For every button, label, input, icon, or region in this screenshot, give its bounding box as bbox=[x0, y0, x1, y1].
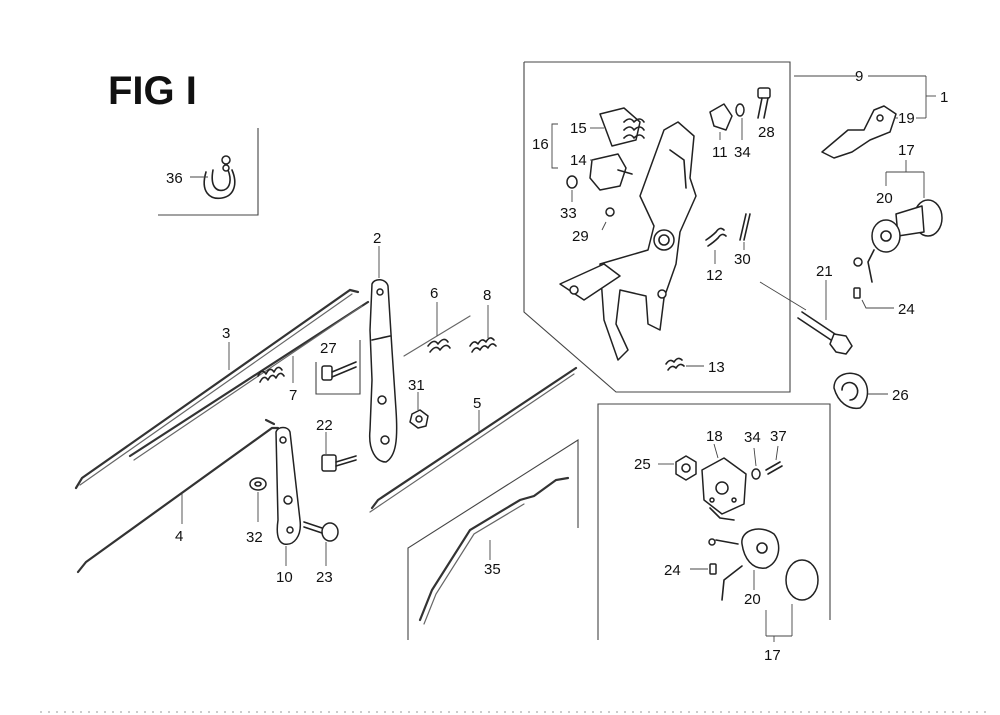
bracket-16 bbox=[551, 123, 558, 169]
part-24-screw-upper: 24 bbox=[853, 287, 915, 318]
callout-29: 29 bbox=[572, 228, 589, 245]
callout-17b: 17 bbox=[764, 647, 781, 664]
callout-21: 21 bbox=[816, 263, 833, 280]
callout-3: 3 bbox=[222, 325, 230, 342]
part-36-group: 36 bbox=[158, 128, 259, 216]
part-26-clamp: 26 bbox=[833, 372, 909, 410]
part-4-rod: 4 bbox=[76, 418, 280, 574]
spring-icon bbox=[257, 366, 285, 383]
part-17-lower-knob: 24 20 17 bbox=[664, 528, 819, 664]
callout-32: 32 bbox=[246, 529, 263, 546]
spring-icon bbox=[623, 118, 645, 139]
callout-9: 9 bbox=[855, 68, 863, 85]
part-22-pin: 22 bbox=[316, 417, 357, 472]
part-6-spring: 6 bbox=[403, 285, 471, 357]
part-15-switch: 15 bbox=[570, 107, 645, 147]
callout-19: 19 bbox=[898, 110, 915, 127]
callout-15: 15 bbox=[570, 120, 587, 137]
callout-27: 27 bbox=[320, 340, 337, 357]
part-37-screw: 37 bbox=[765, 428, 787, 475]
part-28-bolt: 28 bbox=[757, 87, 775, 141]
part-35-group: 35 bbox=[407, 438, 579, 640]
part-17-upper-group: 17 20 24 bbox=[853, 142, 943, 318]
part-33-washer: 33 bbox=[560, 175, 578, 222]
callout-24b: 24 bbox=[664, 562, 681, 579]
part-21-bolt: 21 bbox=[759, 263, 853, 355]
part-8-spring: 8 bbox=[469, 287, 497, 353]
callout-2: 2 bbox=[373, 230, 381, 247]
spring-icon bbox=[665, 357, 685, 371]
part-18-plate: 18 bbox=[701, 428, 747, 521]
callout-34b: 34 bbox=[744, 429, 761, 446]
part-24-screw-lower: 24 bbox=[664, 562, 717, 579]
lower-right-frame bbox=[597, 403, 831, 640]
bracket-frame bbox=[523, 61, 791, 393]
bolt-icon bbox=[321, 361, 357, 381]
callout-20b: 20 bbox=[744, 591, 761, 608]
callout-5: 5 bbox=[473, 395, 481, 412]
callout-31: 31 bbox=[408, 377, 425, 394]
nut-icon bbox=[675, 455, 697, 481]
callout-20a: 20 bbox=[876, 190, 893, 207]
part-2-lever: 2 bbox=[368, 230, 398, 463]
part-3-rod: 3 bbox=[74, 288, 360, 490]
callout-4: 4 bbox=[175, 528, 183, 545]
callout-11: 11 bbox=[712, 144, 728, 161]
knob-icon bbox=[708, 528, 819, 601]
part-13-spring: 13 bbox=[665, 357, 725, 376]
callout-18: 18 bbox=[706, 428, 723, 445]
part-29-screw: 29 bbox=[572, 207, 615, 245]
part-14-block: 14 bbox=[570, 152, 633, 191]
figure-title: FIG I bbox=[108, 69, 197, 113]
part-5-rod: 5 bbox=[369, 366, 578, 513]
spring-icon bbox=[705, 227, 727, 247]
callout-37: 37 bbox=[770, 428, 787, 445]
callout-28: 28 bbox=[758, 124, 775, 141]
part-36-frame bbox=[158, 128, 259, 216]
part-bracket bbox=[559, 121, 697, 361]
part-27-group: 27 bbox=[315, 340, 361, 395]
callout-24a: 24 bbox=[898, 301, 915, 318]
callout-30: 30 bbox=[734, 251, 751, 268]
part-9-19-group: 9 19 1 bbox=[794, 68, 948, 159]
part-35-frame bbox=[407, 438, 579, 640]
part-34-washer: 34 bbox=[734, 103, 751, 161]
callout-13: 13 bbox=[708, 359, 725, 376]
part-31-nut: 31 bbox=[408, 377, 429, 429]
part-27-frame bbox=[315, 340, 361, 395]
callout-16: 16 bbox=[532, 136, 549, 153]
callout-26: 26 bbox=[892, 387, 909, 404]
part-7-rod: 7 bbox=[128, 300, 370, 461]
callout-33: 33 bbox=[560, 205, 577, 222]
callout-34a: 34 bbox=[734, 144, 751, 161]
nut-icon bbox=[409, 409, 429, 429]
bracket-assembly-group: 15 14 16 33 29 11 bbox=[523, 61, 791, 393]
callout-1: 1 bbox=[940, 89, 948, 106]
part-12-spring: 12 bbox=[705, 227, 727, 284]
part-34-washer-lower: 34 bbox=[744, 429, 761, 480]
callout-35: 35 bbox=[484, 561, 501, 578]
callout-23: 23 bbox=[316, 569, 333, 586]
callout-25: 25 bbox=[634, 456, 651, 473]
bolt-icon bbox=[757, 87, 771, 119]
part-25-nut: 25 bbox=[634, 455, 697, 481]
callout-17a: 17 bbox=[898, 142, 915, 159]
callout-22: 22 bbox=[316, 417, 333, 434]
part-30-bolt: 30 bbox=[734, 213, 751, 268]
clip-icon bbox=[203, 155, 236, 200]
callout-12: 12 bbox=[706, 267, 723, 284]
part-32-washer: 32 bbox=[246, 477, 267, 546]
lower-right-group: 25 18 34 37 bbox=[597, 403, 831, 664]
part-10-lever: 10 bbox=[275, 426, 302, 586]
part-11-clip: 11 bbox=[709, 103, 733, 161]
callout-7: 7 bbox=[289, 387, 297, 404]
callout-14: 14 bbox=[570, 152, 587, 169]
knob-icon bbox=[853, 199, 943, 283]
callout-36: 36 bbox=[166, 170, 183, 187]
callout-8: 8 bbox=[483, 287, 491, 304]
callout-6: 6 bbox=[430, 285, 438, 302]
part-23-bolt: 23 bbox=[303, 521, 339, 586]
callout-10: 10 bbox=[276, 569, 293, 586]
